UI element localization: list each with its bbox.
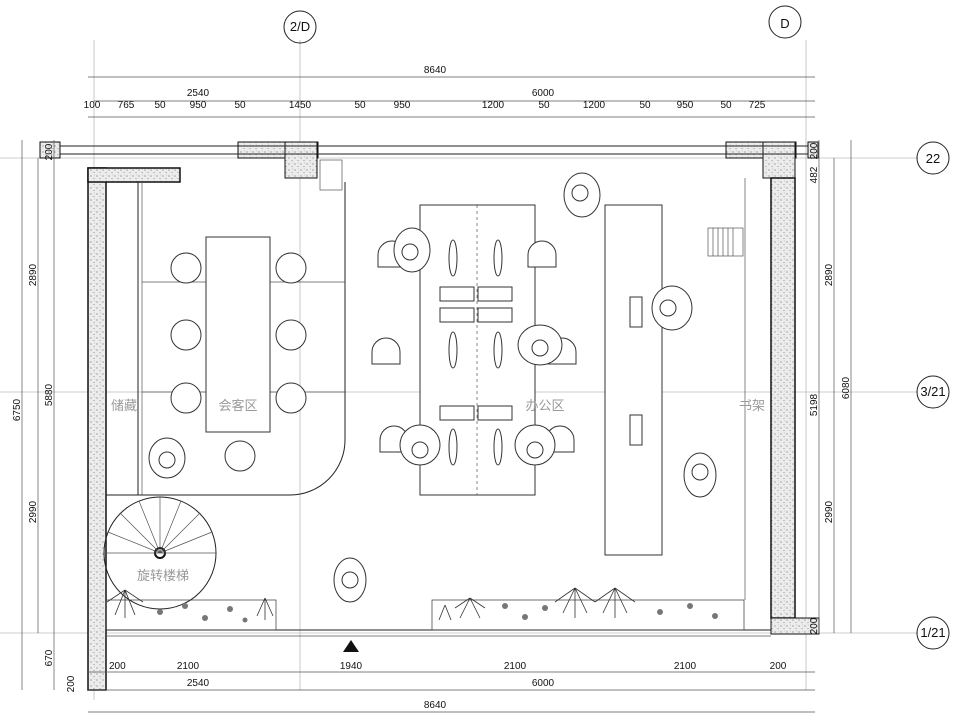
svg-text:2100: 2100 [504,661,527,672]
axis-bubble-3-21: 3/21 [916,375,950,409]
svg-text:200: 200 [809,617,820,634]
svg-text:200: 200 [770,661,787,672]
svg-text:50: 50 [154,100,166,111]
svg-text:6000: 6000 [532,678,555,689]
svg-text:1200: 1200 [482,100,505,111]
svg-text:D: D [780,16,789,31]
dimensions-bottom: 200 2100 1940 2100 2100 200 2540 6000 86… [88,661,815,713]
svg-text:765: 765 [118,100,135,111]
svg-text:950: 950 [394,100,411,111]
room-label-storage: 储藏 [111,399,137,414]
svg-text:5198: 5198 [809,393,820,416]
svg-text:725: 725 [749,100,766,111]
planters [105,587,745,631]
svg-text:1450: 1450 [289,100,312,111]
svg-text:50: 50 [354,100,366,111]
svg-text:50: 50 [720,100,732,111]
svg-text:200: 200 [109,661,126,672]
stairs [319,159,744,257]
svg-text:1/21: 1/21 [920,625,945,640]
svg-text:950: 950 [677,100,694,111]
svg-text:6000: 6000 [532,88,555,99]
svg-text:482: 482 [809,166,820,183]
svg-text:1940: 1940 [340,661,363,672]
svg-text:50: 50 [538,100,550,111]
walls [39,141,820,691]
axis-bubble-1-21: 1/21 [916,616,950,650]
axis-bubble-2D: 2/D [283,10,317,44]
people-figures [148,172,717,603]
svg-text:2890: 2890 [824,263,835,286]
svg-text:2540: 2540 [187,678,210,689]
svg-text:200: 200 [66,675,77,692]
svg-text:8640: 8640 [424,65,447,76]
svg-text:1200: 1200 [583,100,606,111]
meeting-table [170,236,307,472]
room-label-reception: 会客区 [218,398,257,414]
svg-text:6080: 6080 [841,376,852,399]
svg-text:22: 22 [926,151,940,166]
svg-text:2540: 2540 [187,88,210,99]
svg-text:100: 100 [84,100,101,111]
svg-text:670: 670 [44,649,55,666]
spiral-stair [103,496,217,610]
axis-bubble-D: D [768,5,802,39]
room-label-office: 办公区 [525,399,564,414]
svg-text:950: 950 [190,100,207,111]
svg-text:2990: 2990 [824,500,835,523]
svg-text:50: 50 [639,100,651,111]
svg-text:2990: 2990 [28,500,39,523]
svg-text:3/21: 3/21 [920,384,945,399]
svg-text:2100: 2100 [177,661,200,672]
room-label-spiral-stair: 旋转楼梯 [137,569,189,584]
dimensions-right: 200 482 2890 5198 6080 2990 200 [809,140,852,634]
svg-text:2890: 2890 [28,263,39,286]
room-label-bookshelf: 书架 [739,399,765,414]
axis-bubble-22: 22 [916,141,950,175]
svg-text:6750: 6750 [12,398,23,421]
svg-text:200: 200 [44,143,55,160]
svg-text:8640: 8640 [424,700,447,711]
svg-text:2100: 2100 [674,661,697,672]
svg-text:200: 200 [809,142,820,159]
dimensions-left: 200 2890 6750 5880 2990 670 200 [12,140,77,692]
entrance-arrow-icon [343,640,359,652]
svg-text:2/D: 2/D [290,19,310,34]
svg-text:5880: 5880 [44,383,55,406]
svg-text:50: 50 [234,100,246,111]
dimensions-top: 8640 2540 6000 100 765 50 950 50 1450 50… [84,65,815,118]
